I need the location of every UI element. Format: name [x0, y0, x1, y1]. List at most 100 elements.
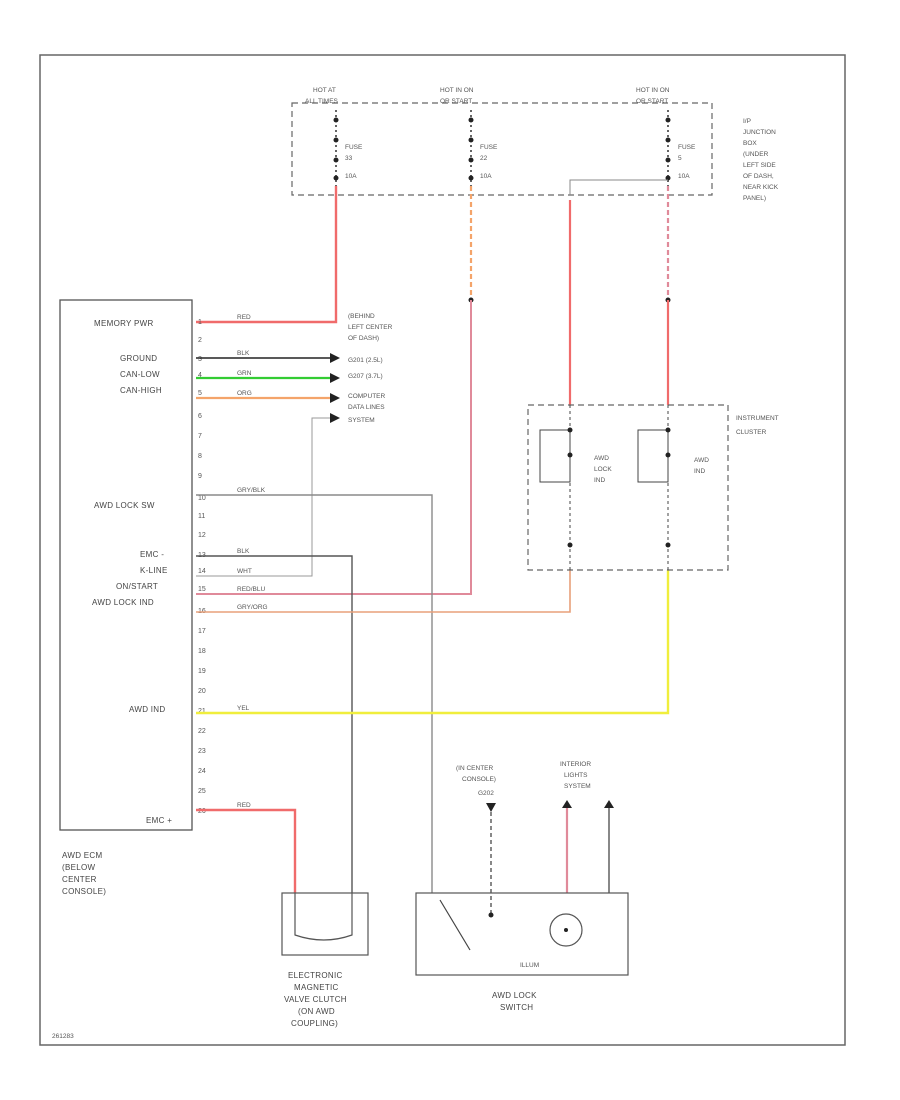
svg-text:24: 24 [198, 768, 206, 775]
svg-text:RED: RED [237, 802, 251, 809]
switch-caption: AWD LOCK SWITCH [492, 991, 537, 1012]
pin-label-emc-minus: EMC - [140, 550, 164, 559]
svg-text:RED: RED [237, 314, 251, 321]
fuse-header-1: HOT AT ALL TIMES [305, 87, 339, 105]
ground-location-note: (BEHIND LEFT CENTER OF DASH) G201 (2.5L)… [348, 313, 393, 380]
svg-text:SYSTEM: SYSTEM [348, 417, 375, 424]
svg-text:IND: IND [594, 477, 606, 484]
svg-text:SYSTEM: SYSTEM [564, 783, 591, 790]
wire-cluster-feed [568, 179, 671, 405]
awd-lock-switch: ILLUM [415, 892, 629, 976]
wire-kline: WHT [196, 413, 340, 577]
svg-text:SWITCH: SWITCH [500, 1003, 533, 1012]
svg-text:ALL TIMES: ALL TIMES [305, 98, 339, 105]
wire-emc-plus: RED [196, 802, 297, 893]
svg-text:DATA LINES: DATA LINES [348, 404, 385, 411]
awd-ecm-box [59, 299, 193, 831]
svg-text:10A: 10A [678, 173, 690, 180]
computer-data-lines-label: COMPUTER DATA LINES SYSTEM [348, 393, 386, 424]
wire-awd-lock-ind: GRY/ORG [196, 570, 571, 613]
svg-text:ORG: ORG [237, 390, 252, 397]
svg-text:FUSE: FUSE [480, 144, 498, 151]
pin-label-awd-lock-ind: AWD LOCK IND [92, 598, 154, 607]
svg-text:4: 4 [198, 372, 202, 379]
wire-awd-ind: YEL [196, 570, 670, 715]
svg-text:OR START: OR START [636, 98, 668, 105]
cluster-awd-lock-ind: AWD LOCK IND [539, 405, 612, 570]
svg-text:BLK: BLK [237, 350, 250, 357]
svg-text:CLUSTER: CLUSTER [736, 429, 767, 436]
svg-text:(IN CENTER: (IN CENTER [456, 765, 494, 772]
svg-text:5: 5 [678, 155, 682, 162]
svg-text:FUSE: FUSE [345, 144, 363, 151]
interior-lights-label: INTERIOR LIGHTS SYSTEM [560, 761, 614, 893]
svg-text:AWD: AWD [694, 457, 709, 464]
ecm-caption: AWD ECM (BELOW CENTER CONSOLE) [62, 851, 106, 896]
svg-text:19: 19 [198, 668, 206, 675]
wire-ground: BLK [196, 350, 340, 363]
svg-text:AWD: AWD [594, 455, 609, 462]
svg-text:12: 12 [198, 532, 206, 539]
svg-text:10A: 10A [480, 173, 492, 180]
svg-text:WHT: WHT [237, 568, 252, 575]
svg-text:LEFT SIDE: LEFT SIDE [743, 162, 776, 169]
pin-label-ground: GROUND [120, 354, 157, 363]
cluster-awd-ind: AWD IND [637, 405, 709, 570]
svg-text:23: 23 [198, 748, 206, 755]
junction-box-outline [291, 102, 713, 196]
svg-text:33: 33 [345, 155, 353, 162]
svg-text:GRY/ORG: GRY/ORG [237, 604, 268, 611]
pin-label-can-low: CAN-LOW [120, 370, 160, 379]
svg-text:LIGHTS: LIGHTS [564, 772, 588, 779]
svg-text:17: 17 [198, 628, 206, 635]
pin-label-emc-plus: EMC + [146, 816, 172, 825]
svg-text:(BEHIND: (BEHIND [348, 313, 375, 320]
svg-text:G202: G202 [478, 790, 494, 797]
svg-text:MAGNETIC: MAGNETIC [294, 983, 339, 992]
svg-text:(ON AWD: (ON AWD [298, 1007, 335, 1016]
wire-memory-pwr: RED [196, 186, 338, 324]
diagram-frame [39, 54, 846, 1046]
svg-text:BLK: BLK [237, 548, 250, 555]
svg-text:LOCK: LOCK [594, 466, 612, 473]
svg-text:PANEL): PANEL) [743, 195, 766, 202]
diagram-code: 261283 [52, 1033, 74, 1040]
center-console-ground: (IN CENTER CONSOLE) G202 [456, 765, 496, 915]
pin-label-memory-pwr: MEMORY PWR [94, 319, 154, 328]
svg-text:(UNDER: (UNDER [743, 151, 769, 158]
svg-text:VALVE CLUTCH: VALVE CLUTCH [284, 995, 347, 1004]
svg-text:2: 2 [198, 337, 202, 344]
wire-awd-lock-sw: GRY/BLK [196, 487, 433, 893]
fuse-header-2: HOT IN ON OR START [440, 87, 474, 105]
svg-text:IND: IND [694, 468, 706, 475]
svg-text:YEL: YEL [237, 705, 250, 712]
svg-text:NEAR KICK: NEAR KICK [743, 184, 779, 191]
svg-text:INTERIOR: INTERIOR [560, 761, 591, 768]
pin-label-awd-lock-sw: AWD LOCK SW [94, 501, 155, 510]
svg-text:OR START: OR START [440, 98, 472, 105]
svg-text:11: 11 [198, 513, 205, 520]
svg-text:10: 10 [198, 495, 206, 502]
pin-numbers: 1 2 3 4 5 6 7 8 9 10 11 12 13 14 15 16 1… [198, 319, 206, 815]
svg-text:20: 20 [198, 688, 206, 695]
svg-text:BOX: BOX [743, 140, 757, 147]
fuse-3: FUSE 5 10A [665, 110, 696, 186]
instrument-cluster-label: INSTRUMENT CLUSTER [736, 415, 779, 436]
svg-text:CONSOLE): CONSOLE) [462, 776, 496, 783]
svg-text:1: 1 [198, 319, 202, 326]
pin-label-awd-ind: AWD IND [129, 705, 165, 714]
wire-can-low: GRN [196, 370, 340, 383]
svg-text:COMPUTER: COMPUTER [348, 393, 386, 400]
svg-text:14: 14 [198, 568, 206, 575]
svg-text:CENTER: CENTER [62, 875, 97, 884]
clutch-caption: ELECTRONIC MAGNETIC VALVE CLUTCH (ON AWD… [284, 971, 347, 1028]
svg-text:AWD ECM: AWD ECM [62, 851, 103, 860]
svg-text:I/P: I/P [743, 118, 751, 125]
svg-text:JUNCTION: JUNCTION [743, 129, 776, 136]
svg-text:INSTRUMENT: INSTRUMENT [736, 415, 779, 422]
svg-text:ELECTRONIC: ELECTRONIC [288, 971, 343, 980]
svg-text:7: 7 [198, 433, 202, 440]
pin-label-onstart: ON/START [116, 582, 158, 591]
svg-text:6: 6 [198, 413, 202, 420]
